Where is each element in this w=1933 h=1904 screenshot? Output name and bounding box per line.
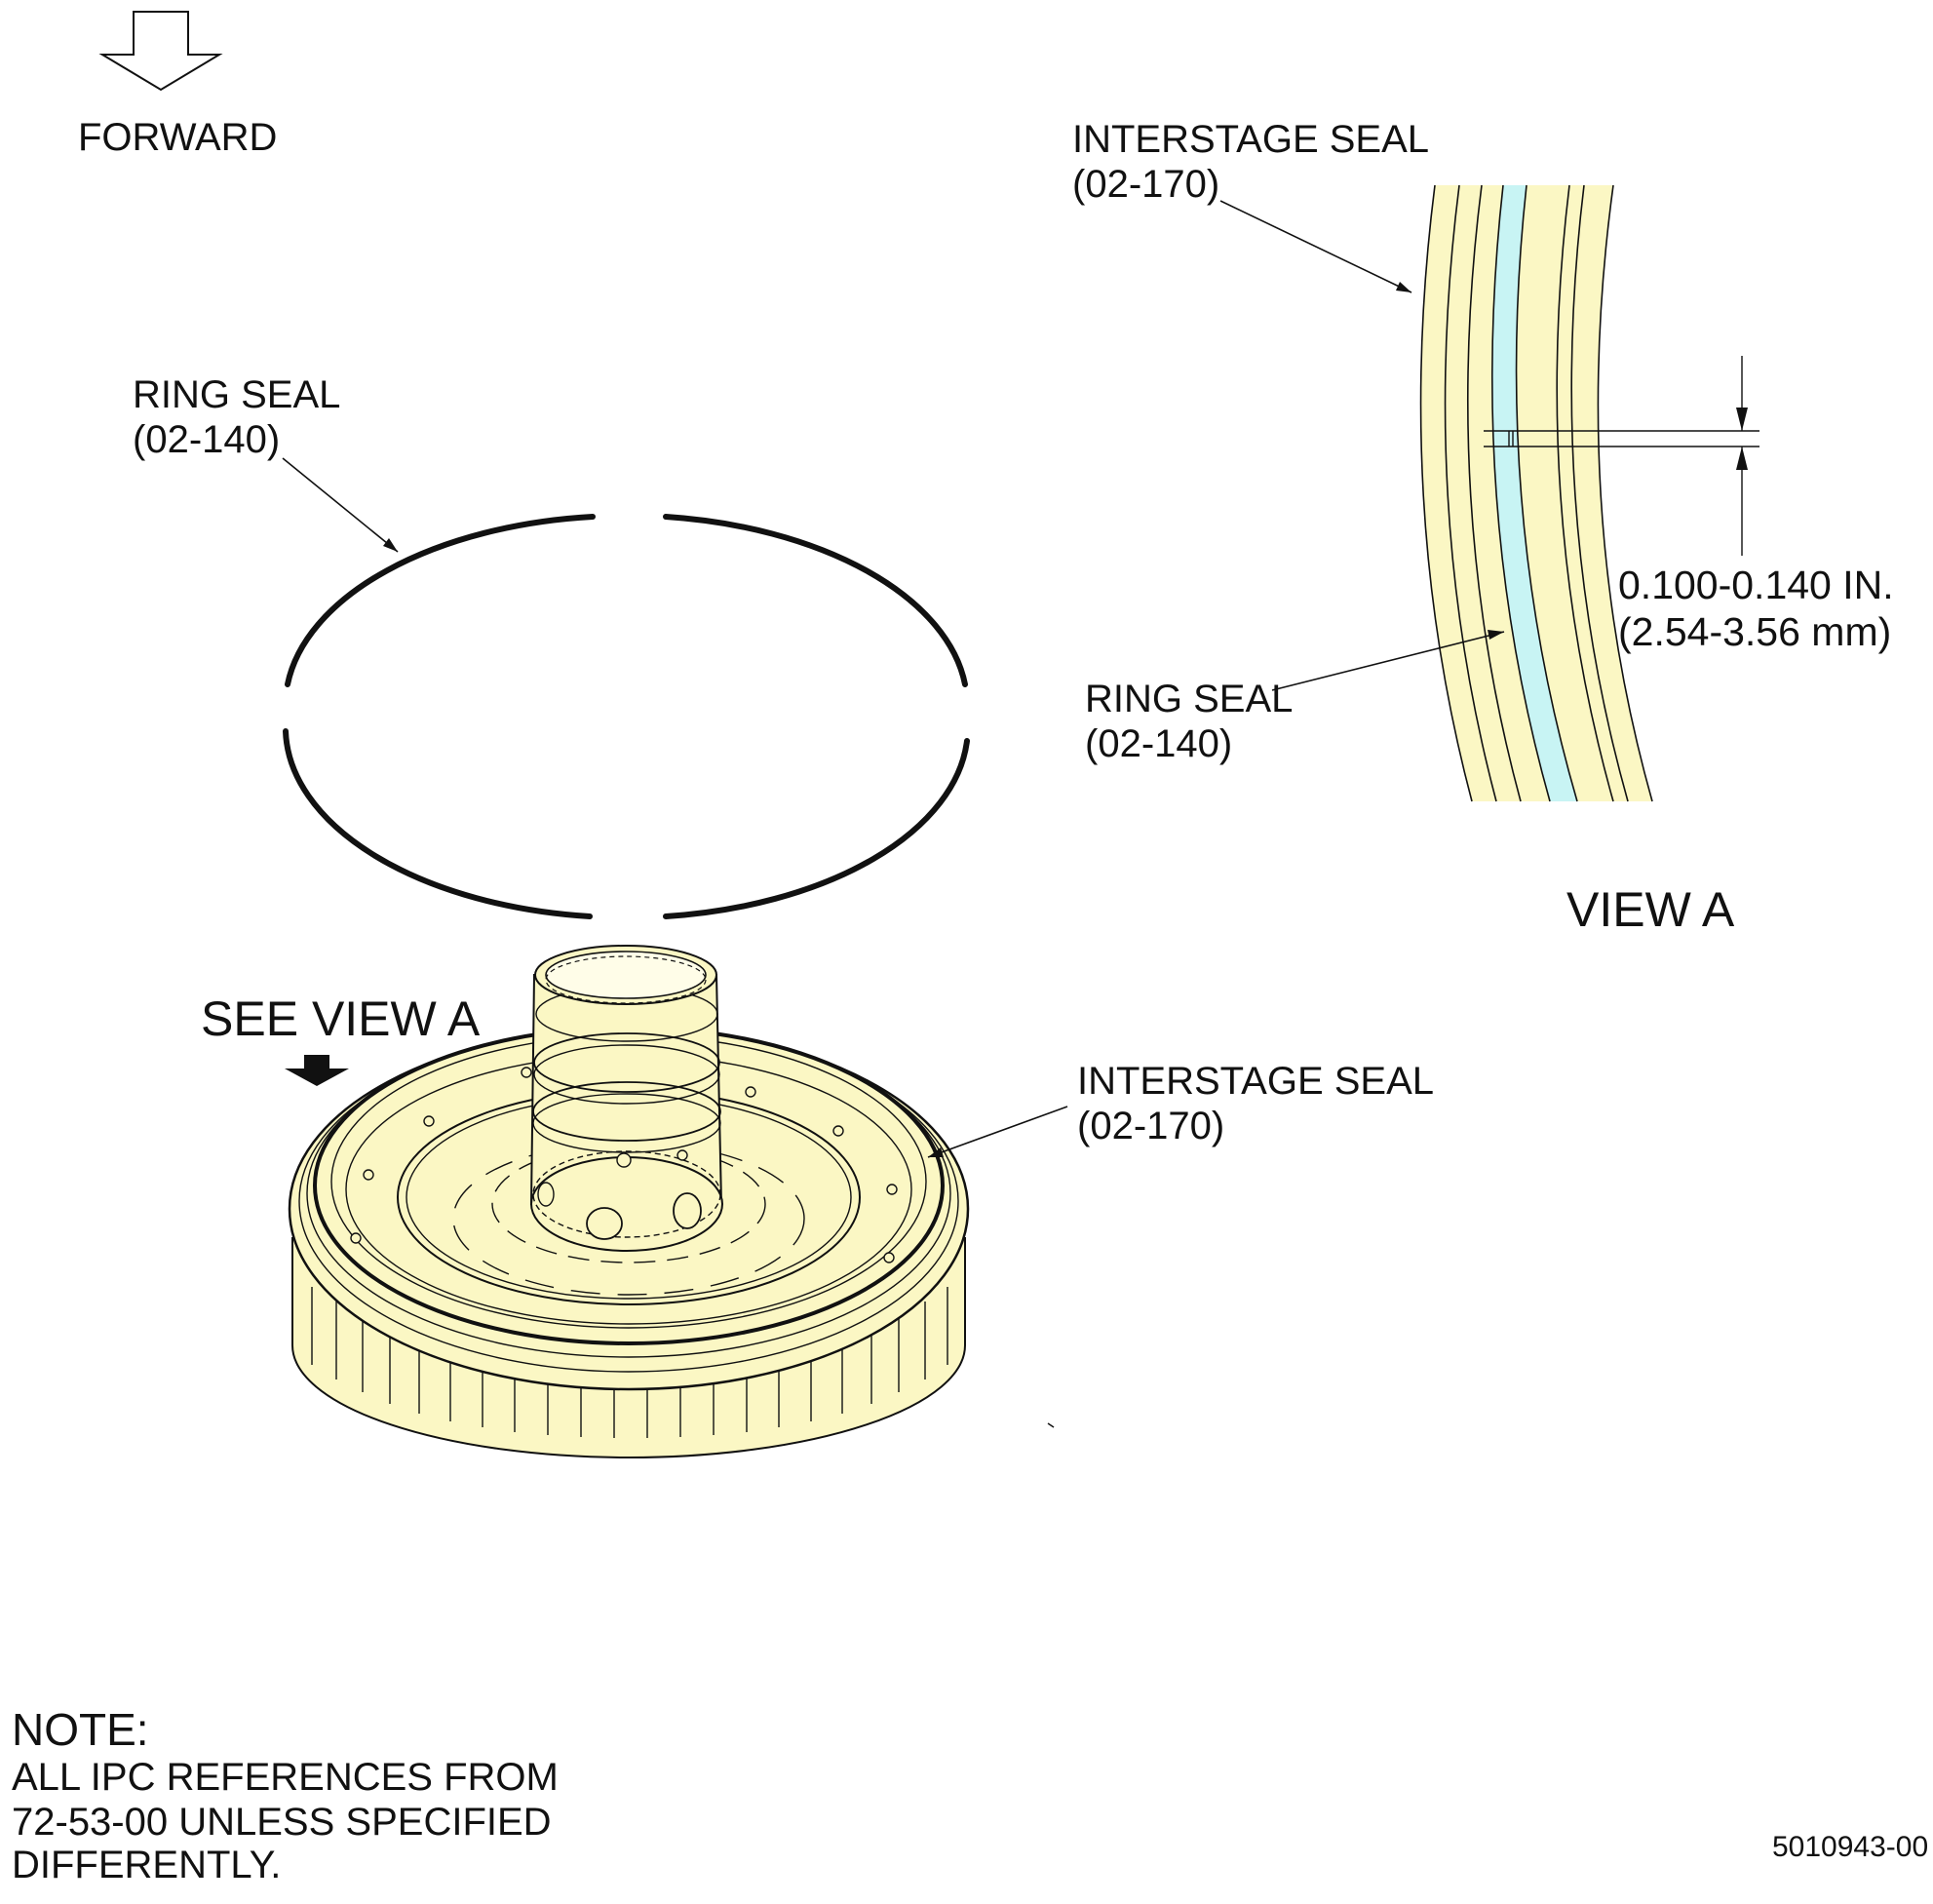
interstage-seal-part-leader-line	[927, 1106, 1068, 1158]
interstage-seal-label: INTERSTAGE SEAL	[1072, 118, 1429, 161]
document-number: 5010943-00	[1772, 1831, 1928, 1863]
view-a-title: VIEW A	[1566, 882, 1735, 937]
forward-arrow-icon	[98, 11, 223, 92]
ring-seal-leader-line	[282, 457, 399, 553]
ring-seal-ref: (02-140)	[133, 418, 280, 461]
interstage-seal-part-arrowhead	[928, 1147, 944, 1157]
interstage-seal-part-ref: (02-170)	[1077, 1105, 1224, 1147]
dimension-inches: 0.100-0.140 IN.	[1618, 563, 1894, 607]
note-line-3: DIFFERENTLY.	[12, 1844, 281, 1886]
interstage-seal-leader-arrowhead	[1396, 282, 1411, 292]
note-line-2: 72-53-00 UNLESS SPECIFIED	[12, 1801, 552, 1844]
ring-seal-view-ref: (02-140)	[1085, 722, 1232, 765]
see-view-a-label: SEE VIEW A	[201, 991, 481, 1046]
ring-seal-view-leader-line	[1271, 631, 1505, 691]
forward-label: FORWARD	[78, 116, 277, 159]
ring-seal-view-leader-arrowhead	[1488, 630, 1504, 640]
interstage-seal-leader-line	[1219, 200, 1412, 293]
see-view-a-arrow-icon	[285, 1055, 349, 1086]
rotor-assembly-part	[288, 945, 970, 1458]
stray-mark	[1047, 1422, 1055, 1428]
ring-seal-label: RING SEAL	[133, 373, 340, 416]
view-a-detail	[1419, 184, 1759, 802]
note-line-1: ALL IPC REFERENCES FROM	[12, 1756, 559, 1799]
dimension-mm: (2.54-3.56 mm)	[1618, 609, 1891, 654]
interstage-seal-ref: (02-170)	[1072, 163, 1219, 206]
interstage-seal-part-label: INTERSTAGE SEAL	[1077, 1060, 1434, 1103]
ring-seal-leader-arrowhead	[383, 538, 398, 552]
ring-seal-part	[283, 514, 970, 919]
ring-seal-view-label: RING SEAL	[1085, 678, 1293, 720]
note-heading: NOTE:	[12, 1704, 149, 1755]
